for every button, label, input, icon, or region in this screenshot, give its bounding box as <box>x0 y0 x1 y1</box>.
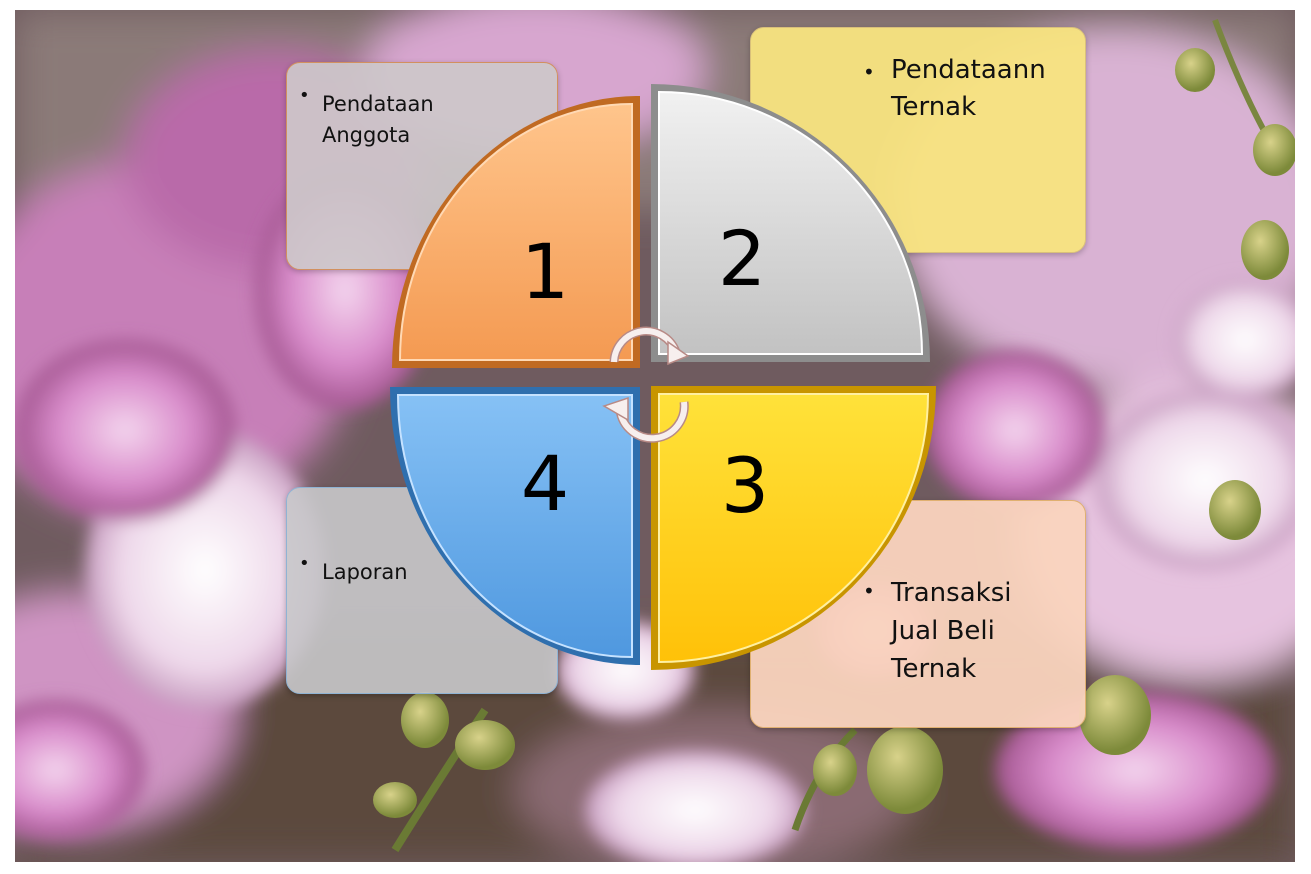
segment-4-number: 4 <box>521 439 569 528</box>
card-label: Pendataan Anggota <box>322 92 434 147</box>
card-label: Pendataann Ternak <box>891 55 1046 122</box>
segment-4 <box>390 387 640 665</box>
segment-1 <box>392 96 640 368</box>
segment-2 <box>651 84 930 362</box>
circular-arrows-icon <box>602 326 690 443</box>
bullet-marker: • <box>299 85 310 106</box>
bullet-marker: • <box>863 579 875 603</box>
bullet-marker: • <box>863 60 875 84</box>
bullet-marker: • <box>299 553 310 574</box>
segment-3-number: 3 <box>721 441 769 530</box>
segment-1-number: 1 <box>521 227 569 316</box>
card-label: Laporan <box>322 560 408 584</box>
segment-2-number: 2 <box>718 214 766 303</box>
card-label: Transaksi Jual Beli Ternak <box>891 578 1012 684</box>
segment-3 <box>651 386 936 670</box>
